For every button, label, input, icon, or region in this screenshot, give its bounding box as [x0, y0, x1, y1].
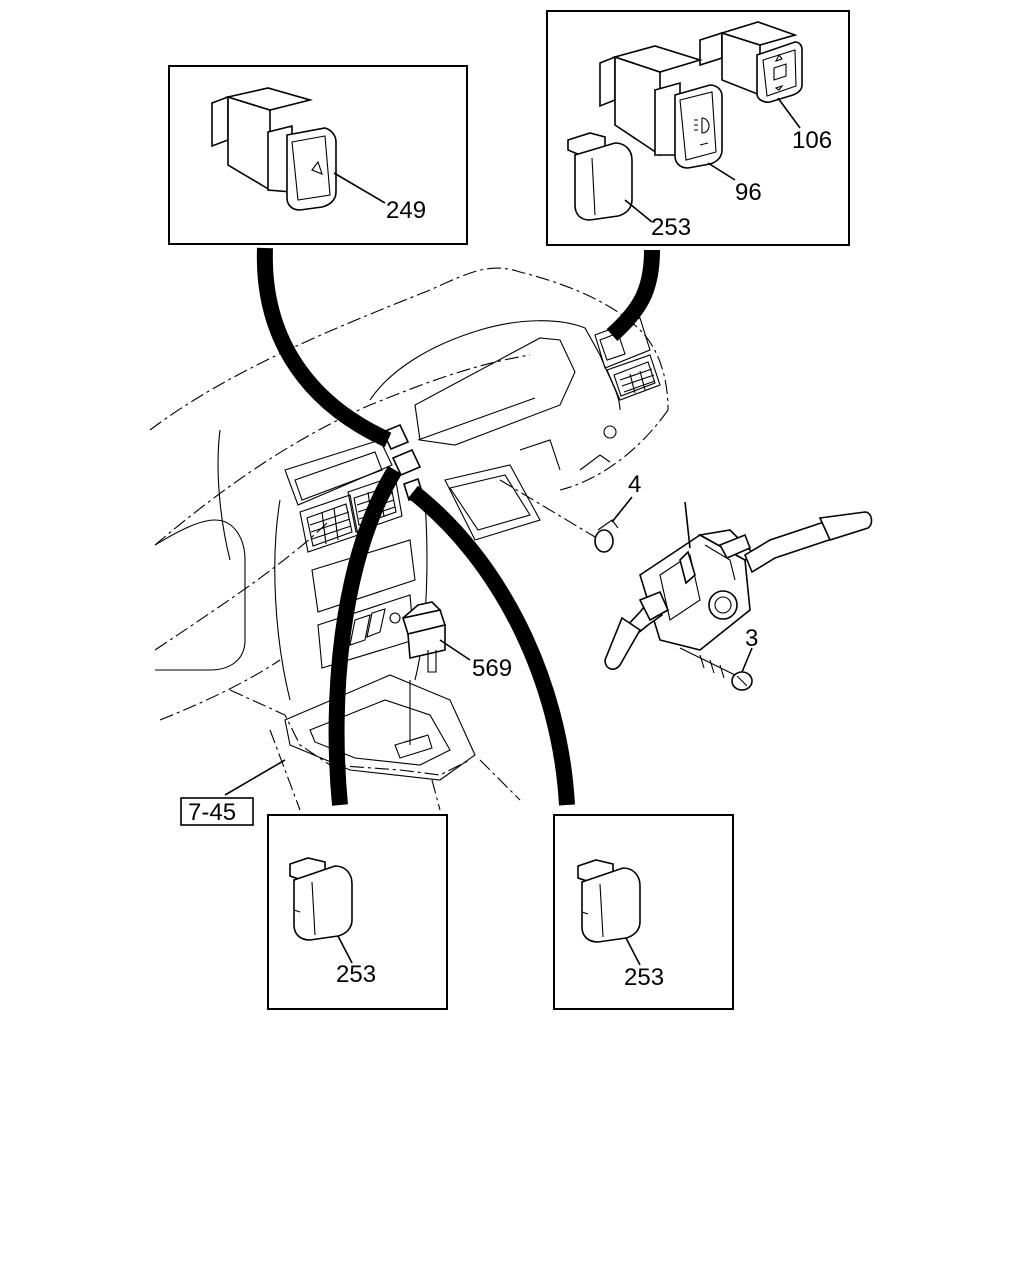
callout-253-top: 253: [651, 214, 691, 241]
blank-cap-part-bottom-left: [289, 857, 353, 941]
callout-106: 106: [792, 127, 832, 154]
clip-part: [594, 519, 619, 553]
relay-part: 569: [401, 601, 512, 682]
dashboard-illustration: [149, 267, 669, 811]
fog-lamp-switch-part: [599, 45, 723, 169]
blank-cap-part-top: [567, 132, 633, 221]
hazard-triangle-icon: [311, 160, 323, 175]
cross-reference-7-45: 7-45: [180, 759, 286, 826]
switch-slot-upper: [381, 423, 410, 451]
inset-box-blank-cap-right: 253: [553, 814, 734, 1010]
callout-249: 249: [386, 197, 426, 224]
mirror-adjust-icon: [773, 53, 787, 91]
mirror-switch-part: [699, 21, 803, 103]
hazard-switch-part: [211, 87, 337, 211]
switch-slot-middle: [391, 448, 422, 477]
callout-253-bottom-right: 253: [624, 964, 664, 991]
callout-253-bottom-left: 253: [336, 961, 376, 988]
fog-lamp-icon: [694, 117, 710, 134]
callout-7-45: 7-45: [188, 799, 236, 826]
callout-96: 96: [735, 179, 762, 206]
combination-switch-assembly: 4 1 3: [594, 471, 873, 691]
inset-box-blank-cap-left: 253: [267, 814, 448, 1010]
connector-leaders: [256, 247, 660, 806]
inset-box-fog-mirror-switches: 106 96 253: [546, 10, 850, 246]
inset-box-hazard-switch: 249: [168, 65, 468, 245]
screw-part: [679, 647, 753, 691]
blank-cap-part-bottom-right: [577, 859, 641, 943]
callout-3: 3: [745, 625, 758, 652]
callout-4: 4: [628, 471, 641, 498]
callout-569: 569: [472, 655, 512, 682]
